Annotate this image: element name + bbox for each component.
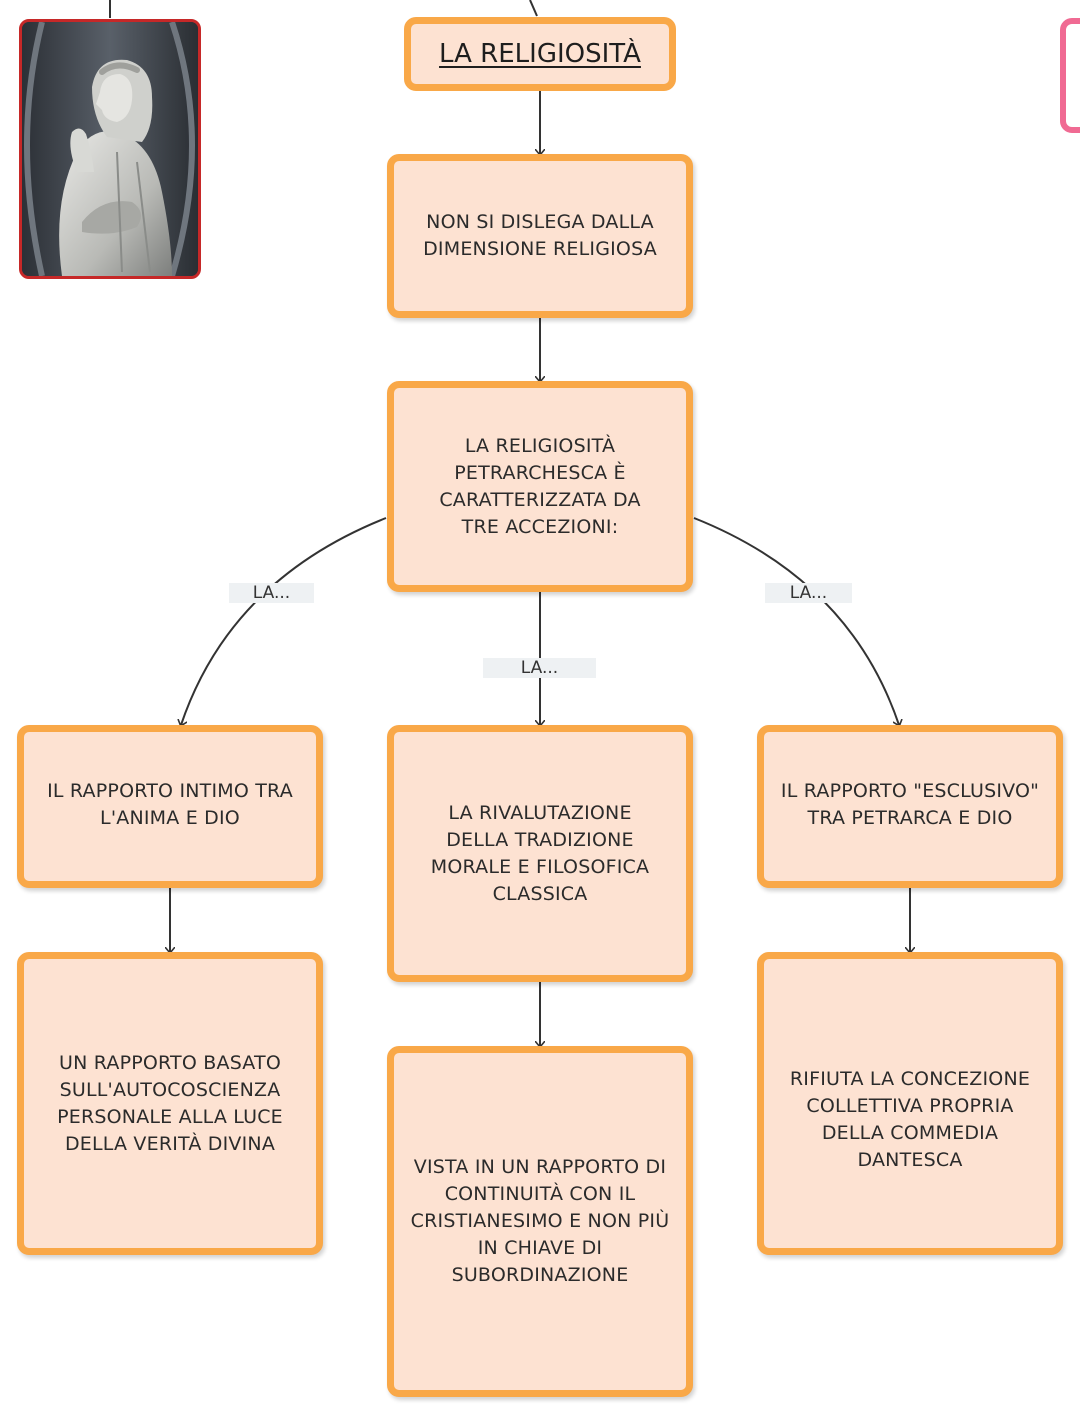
node-concezione-collettiva[interactable]: RIFIUTA LA CONCEZIONE COLLETTIVA PROPRIA… bbox=[757, 952, 1063, 1255]
edge-node2-left bbox=[181, 517, 387, 725]
statue-illustration bbox=[22, 22, 198, 276]
node-rapporto-intimo[interactable]: IL RAPPORTO INTIMO TRA L'ANIMA E DIO bbox=[17, 725, 323, 888]
node-continuita-cristianesimo[interactable]: VISTA IN UN RAPPORTO DI CONTINUITÀ CON I… bbox=[387, 1046, 693, 1397]
node-rapporto-esclusivo[interactable]: IL RAPPORTO "ESCLUSIVO" TRA PETRARCA E D… bbox=[757, 725, 1063, 888]
node-rivalutazione[interactable]: LA RIVALUTAZIONE DELLA TRADIZIONE MORALE… bbox=[387, 725, 693, 982]
node-tre-accezioni[interactable]: LA RELIGIOSITÀ PETRARCHESCA È CARATTERIZ… bbox=[387, 381, 693, 592]
edge-node2-right bbox=[693, 517, 899, 725]
petrarch-statue-image[interactable] bbox=[19, 19, 201, 279]
edge-label-right: LA... bbox=[765, 583, 852, 603]
edge-label-left: LA... bbox=[229, 583, 314, 603]
offscreen-node-edge[interactable] bbox=[1060, 18, 1080, 133]
node-dimensione-religiosa[interactable]: NON SI DISLEGA DALLA DIMENSIONE RELIGIOS… bbox=[387, 154, 693, 318]
map-title[interactable]: LA RELIGIOSITÀ bbox=[404, 17, 676, 91]
incoming-edge-title bbox=[529, 0, 538, 17]
edge-label-center: LA... bbox=[483, 658, 596, 678]
node-autocoscienza[interactable]: UN RAPPORTO BASATO SULL'AUTOCOSCIENZA PE… bbox=[17, 952, 323, 1255]
